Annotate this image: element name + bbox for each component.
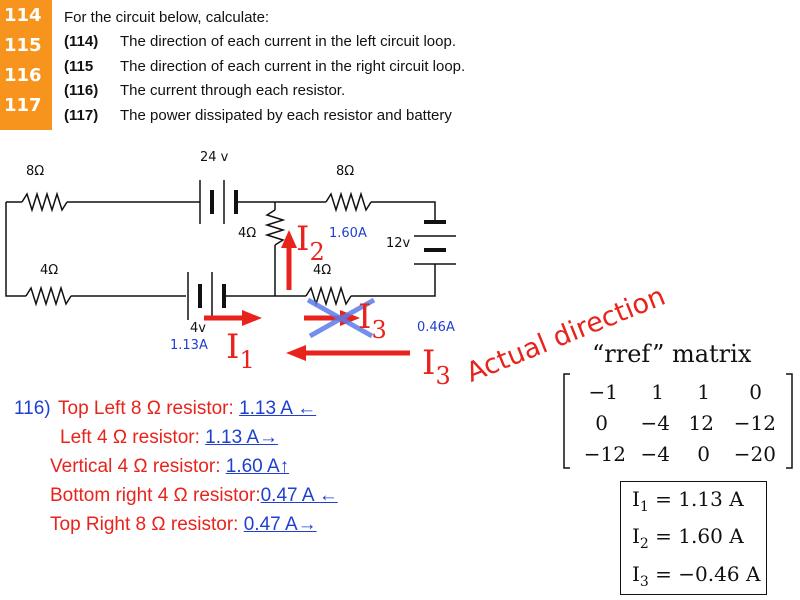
top-right-resistor-label: 8Ω (336, 164, 355, 179)
left-resistor (25, 285, 72, 307)
matrix-cell: 1 (651, 380, 664, 404)
arrow-i3-actual (286, 345, 410, 361)
question-tag: (117) (64, 107, 99, 124)
matrix-cell: −20 (733, 442, 776, 466)
question-114: (114) The direction of each current in th… (64, 32, 456, 52)
answer-label: Bottom right 4 Ω resistor: (50, 485, 261, 506)
result-i2: I2 = 1.60 A (632, 524, 744, 552)
question-text: The direction of each current in the lef… (120, 33, 457, 50)
matrix-cell: −4 (640, 411, 670, 435)
matrix-cell: −4 (640, 442, 670, 466)
question-text: The power dissipated by each resistor an… (120, 107, 452, 124)
answer-value: 1.60 A↑ (225, 456, 290, 477)
vertical-resistor (264, 209, 286, 246)
question-115: (115 The direction of each current in the… (64, 57, 465, 77)
answer-label: Top Right 8 Ω resistor: (50, 514, 244, 535)
answer-value: 0.47 A→ (243, 514, 317, 535)
bottom-right-resistor-label: 4Ω (313, 263, 332, 278)
battery-12v (414, 220, 456, 268)
problem-number-114: 114 (4, 5, 42, 26)
result-i1: I1 = 1.13 A (632, 487, 744, 515)
matrix-cell: 1 (697, 380, 710, 404)
intro-text: For the circuit below, calculate: (64, 9, 270, 26)
question-text: The current through each resistor. (120, 82, 346, 99)
question-text: The direction of each current in the rig… (120, 58, 466, 75)
answer-row: Left 4 Ω resistor: 1.13 A→ (60, 425, 278, 451)
wire (371, 201, 436, 222)
arrow-i2 (281, 230, 297, 290)
battery-24v (198, 180, 238, 224)
top-left-resistor (21, 191, 68, 213)
answer-row: Top Left 8 Ω resistor: 1.13 A ← (58, 396, 316, 422)
question-117: (117) The power dissipated by each resist… (64, 106, 452, 126)
current-i1-value: 1.13A (170, 338, 208, 353)
answer-row: Vertical 4 Ω resistor: 1.60 A↑ (50, 454, 289, 480)
left-resistor-label: 4Ω (40, 263, 59, 278)
problem-number-116: 116 (4, 65, 42, 86)
answers-prefix: 116) (14, 398, 51, 419)
current-i3-value: 0.46A (417, 320, 455, 335)
question-116: (116) The current through each resistor. (64, 81, 345, 101)
current-i2-symbol: I2 (296, 219, 325, 266)
battery-top-label: 24 v (200, 150, 229, 165)
battery-bottom-label: 4v (190, 321, 206, 336)
answer-label: Vertical 4 Ω resistor: (50, 456, 226, 477)
problem-number-115: 115 (4, 35, 42, 56)
current-i3-symbol: I3 (422, 343, 451, 390)
answer-value: 0.47 A ← (260, 485, 338, 506)
problem-number-box (0, 0, 52, 130)
top-left-resistor-label: 8Ω (26, 164, 45, 179)
top-right-resistor (325, 191, 372, 213)
answer-row: Bottom right 4 Ω resistor:0.47 A ← (50, 483, 338, 509)
question-tag: (116) (64, 82, 99, 99)
question-tag: (115 (64, 58, 94, 75)
answer-label: Top Left 8 Ω resistor: (58, 398, 240, 419)
answer-label: Left 4 Ω resistor: (60, 427, 206, 448)
matrix-title: “rref” matrix (592, 340, 752, 368)
question-tag: (114) (64, 33, 99, 50)
matrix-cell: −12 (733, 411, 776, 435)
answer-value: 1.13 A ← (239, 398, 317, 419)
results-box (620, 481, 767, 595)
current-i3-crossed-symbol: I3 (358, 297, 387, 344)
matrix-cell: −12 (583, 442, 626, 466)
matrix-cell: 0 (595, 411, 608, 435)
bottom-right-resistor (305, 285, 352, 307)
arrow-i1 (204, 310, 262, 326)
wire (351, 268, 436, 297)
matrix-cell: 0 (697, 442, 710, 466)
matrix-cell: 0 (749, 380, 762, 404)
answer-value: 1.13 A→ (205, 427, 279, 448)
matrix-cell: −1 (588, 380, 618, 404)
matrix-cell: 12 (688, 411, 714, 435)
result-i3: I3 = −0.46 A (632, 562, 761, 590)
wire (5, 202, 26, 297)
vertical-resistor-label: 4Ω (238, 226, 257, 241)
answer-row: Top Right 8 Ω resistor: 0.47 A→ (50, 512, 317, 538)
matrix-brackets (563, 373, 793, 469)
problem-number-117: 117 (4, 95, 42, 116)
cross-out-mark (306, 297, 376, 339)
battery-right-label: 12v (386, 236, 411, 251)
battery-4v (187, 272, 226, 320)
current-i2-value: 1.60A (329, 226, 367, 241)
current-i1-symbol: I1 (226, 327, 255, 374)
